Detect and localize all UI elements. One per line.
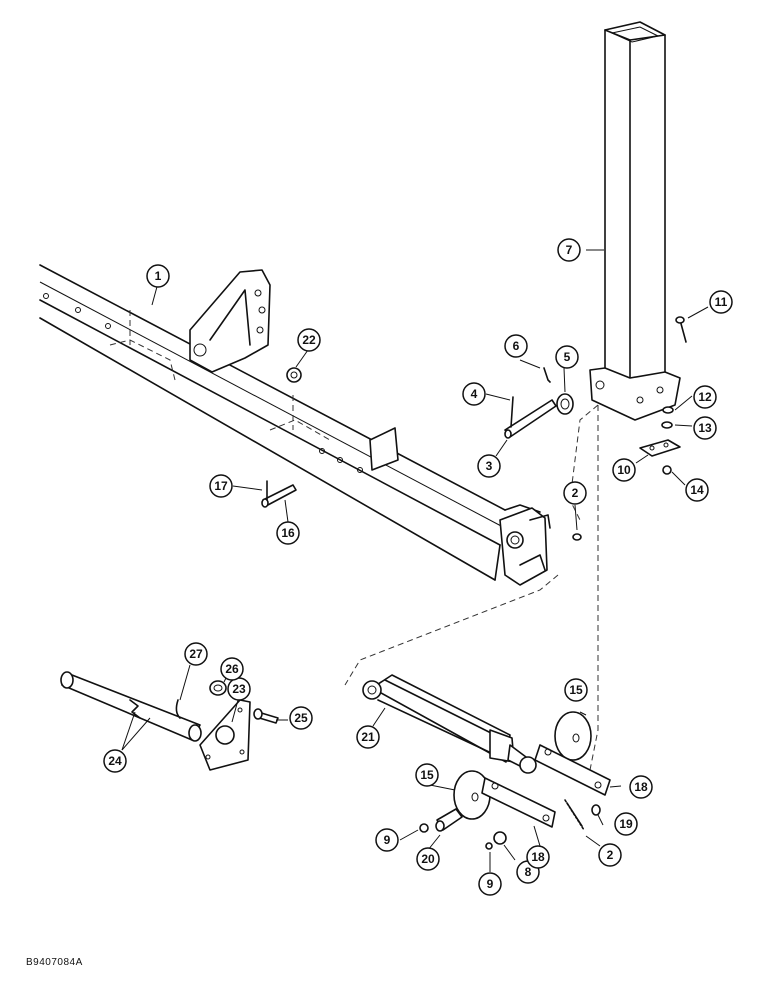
svg-text:24: 24 (108, 754, 122, 768)
washer-13 (661, 421, 673, 429)
spring-pin-2-body (564, 799, 585, 831)
svg-text:5: 5 (564, 350, 571, 364)
svg-text:20: 20 (421, 852, 435, 866)
callout-23: 23 (227, 677, 251, 701)
callout-18-upper: 18 (629, 775, 653, 799)
svg-text:23: 23 (232, 682, 246, 696)
svg-text:19: 19 (619, 817, 633, 831)
plate-18-upper (534, 744, 611, 796)
svg-text:26: 26 (225, 662, 239, 676)
callout-17: 17 (209, 474, 233, 498)
spring-pin-2-upper (572, 533, 582, 541)
bolt-11-head (675, 316, 685, 324)
pin-16 (261, 484, 297, 508)
svg-text:27: 27 (189, 647, 203, 661)
nut-14 (662, 465, 672, 475)
svg-text:2: 2 (607, 848, 614, 862)
svg-text:16: 16 (281, 526, 295, 540)
setscrew-19 (591, 804, 601, 816)
svg-text:9: 9 (384, 833, 391, 847)
callout-16: 16 (276, 521, 300, 545)
callout-20: 20 (416, 847, 440, 871)
callout-13: 13 (693, 416, 717, 440)
callout-5: 5 (555, 345, 579, 369)
nut-22 (286, 367, 302, 383)
svg-text:18: 18 (531, 850, 545, 864)
plate-10 (639, 439, 681, 457)
plate-18-lower (481, 777, 556, 828)
callout-26: 26 (220, 657, 244, 681)
callout-24: 24 (103, 749, 127, 773)
callout-9-left: 9 (375, 828, 399, 852)
pin-20 (435, 808, 463, 832)
washer-5 (556, 393, 574, 415)
callout-7: 7 (557, 238, 581, 262)
svg-text:17: 17 (214, 479, 228, 493)
callout-3: 3 (477, 454, 501, 478)
washer-9-left (419, 823, 429, 833)
callout-9-lower: 9 (478, 872, 502, 896)
callout-6: 6 (504, 334, 528, 358)
plate-23 (199, 699, 251, 771)
svg-text:21: 21 (361, 730, 375, 744)
svg-text:15: 15 (569, 683, 583, 697)
connection-line-2 (344, 574, 559, 686)
svg-text:13: 13 (698, 421, 712, 435)
callout-2-lower: 2 (598, 843, 622, 867)
svg-text:15: 15 (420, 768, 434, 782)
post-7 (589, 21, 681, 421)
svg-text:22: 22 (302, 333, 316, 347)
leader-lines (121, 249, 709, 872)
svg-text:11: 11 (715, 295, 728, 309)
callout-4: 4 (462, 382, 486, 406)
callout-12: 12 (693, 385, 717, 409)
callout-15-upper: 15 (564, 678, 588, 702)
svg-text:1: 1 (155, 269, 162, 283)
svg-text:25: 25 (294, 711, 308, 725)
frame-plate (369, 427, 399, 471)
callout-2-upper: 2 (563, 481, 587, 505)
cotter-pin-27 (175, 699, 181, 719)
cylinder-21 (362, 674, 537, 774)
svg-text:18: 18 (634, 780, 648, 794)
svg-text:4: 4 (471, 387, 478, 401)
svg-text:7: 7 (566, 243, 573, 257)
connection-line-1 (589, 405, 599, 771)
cotter-pin-4 (510, 396, 514, 428)
callout-14: 14 (685, 478, 709, 502)
figure-identifier: B9407084A (26, 957, 83, 968)
bolt-25 (253, 708, 279, 724)
svg-text:12: 12 (698, 390, 712, 404)
callout-1: 1 (146, 264, 170, 288)
pin-3 (504, 399, 557, 439)
callout-22: 22 (297, 328, 321, 352)
callout-11: 11 (709, 290, 733, 314)
svg-text:14: 14 (690, 483, 704, 497)
washer-12 (662, 406, 674, 414)
frame-tube (39, 264, 541, 581)
callout-10: 10 (612, 458, 636, 482)
svg-text:6: 6 (513, 339, 520, 353)
frame-bracket (189, 269, 271, 373)
callout-15-lower: 15 (415, 763, 439, 787)
washer-9-lower (485, 842, 493, 850)
callout-21: 21 (356, 725, 380, 749)
frame-end-bracket (499, 507, 551, 586)
svg-text:10: 10 (617, 463, 631, 477)
svg-text:8: 8 (525, 865, 532, 879)
washer-8 (493, 831, 507, 845)
callout-19: 19 (614, 812, 638, 836)
callout-27: 27 (184, 642, 208, 666)
pin-6 (543, 367, 551, 383)
svg-text:9: 9 (487, 877, 494, 891)
callout-25: 25 (289, 706, 313, 730)
nut-26 (209, 680, 227, 696)
shaft-24 (60, 671, 202, 742)
svg-text:3: 3 (486, 459, 493, 473)
callout-18-lower: 18 (526, 845, 550, 869)
svg-text:2: 2 (572, 486, 579, 500)
